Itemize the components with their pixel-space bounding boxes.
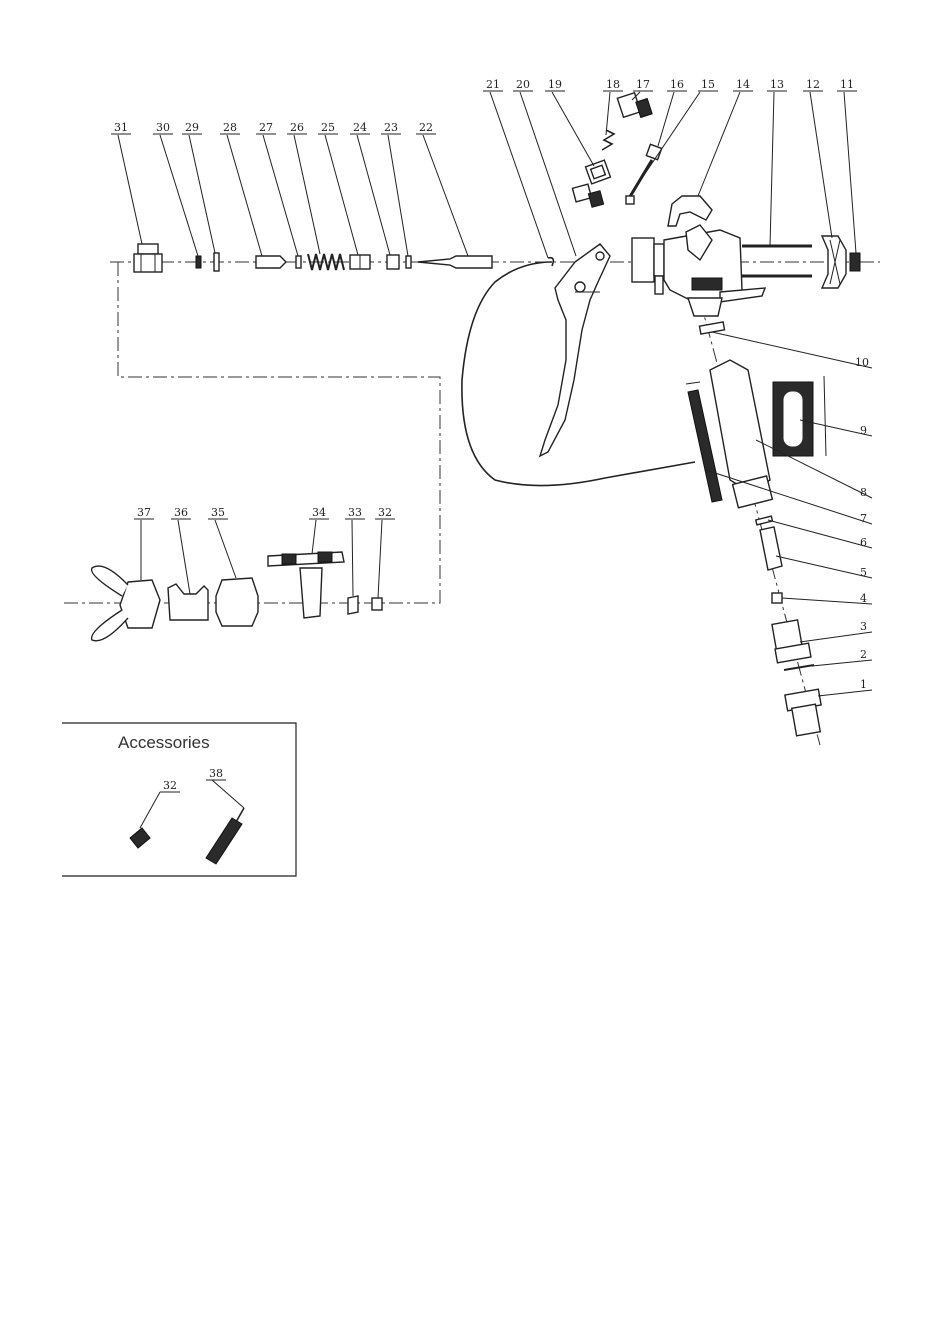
part-14-gun-body: [632, 196, 765, 316]
part-26-spring: [308, 254, 344, 270]
label-28: 28: [223, 121, 237, 134]
part-11-cap: [850, 253, 860, 271]
part-13-tubes: [742, 246, 812, 276]
label-36: 36: [174, 506, 188, 519]
part-33-seal: [348, 596, 358, 614]
label-18: 18: [606, 78, 620, 91]
label-19: 19: [548, 78, 562, 91]
part-1-swivel: [785, 689, 821, 736]
part-36-seat-housing: [168, 584, 208, 620]
label-34: 34: [312, 506, 326, 519]
part-17-knob: [617, 93, 652, 118]
label-32: 32: [378, 506, 392, 519]
label-10: 10: [855, 356, 869, 369]
part-32-washer: [372, 598, 382, 610]
label-3: 3: [860, 620, 867, 633]
part-9-filter-label: [773, 382, 813, 456]
part-19-lock-body: [586, 160, 611, 184]
part-27-ring: [296, 256, 301, 268]
part-18-spring: [602, 130, 614, 150]
label-38: 38: [209, 767, 223, 780]
label-16: 16: [670, 78, 684, 91]
label-9: 9: [860, 424, 867, 437]
part-20-trigger: [540, 244, 610, 456]
part-24-bushing: [387, 255, 399, 269]
label-15: 15: [701, 78, 715, 91]
label-33: 33: [348, 506, 362, 519]
label-6: 6: [860, 536, 867, 549]
label-30: 30: [156, 121, 170, 134]
label-21: 21: [486, 78, 500, 91]
label-25: 25: [321, 121, 335, 134]
label-24: 24: [353, 121, 367, 134]
part-30-oring: [196, 256, 201, 268]
label-11: 11: [840, 78, 854, 91]
part-22-needle: [418, 256, 492, 268]
part-28-seat: [256, 256, 286, 268]
label-17: 17: [636, 78, 650, 91]
part-29-washer: [214, 253, 219, 271]
label-23: 23: [384, 121, 398, 134]
label-26: 26: [290, 121, 304, 134]
part-12-guard-cone: [822, 236, 846, 288]
accessories-title: Accessories: [118, 733, 210, 752]
part-25-nut: [350, 255, 370, 269]
label-14: 14: [736, 78, 750, 91]
label-31: 31: [114, 121, 128, 134]
part-19b-pin-block: [572, 184, 603, 207]
label-20: 20: [516, 78, 530, 91]
label-5: 5: [860, 566, 867, 579]
label-1: 1: [860, 678, 867, 691]
part-35-nut: [216, 578, 258, 626]
part-31-adapter: [134, 244, 162, 272]
label-8: 8: [860, 486, 867, 499]
label-22: 22: [419, 121, 433, 134]
part-34-reversible-tip: [268, 552, 344, 618]
label-4: 4: [860, 592, 867, 605]
label-12: 12: [806, 78, 820, 91]
label-2: 2: [860, 648, 867, 661]
label-35: 35: [211, 506, 225, 519]
part-4-washer: [772, 593, 782, 603]
accessories-box: Accessories: [62, 723, 296, 876]
label-accessory-32: 32: [163, 779, 177, 792]
label-37: 37: [137, 506, 151, 519]
part-23-ring: [406, 256, 411, 268]
accessory-32-tip-seal: [130, 828, 150, 848]
label-7: 7: [860, 512, 867, 525]
label-29: 29: [185, 121, 199, 134]
accessory-38-brush: [206, 808, 244, 864]
label-27: 27: [259, 121, 273, 134]
part-5-valve: [760, 527, 782, 570]
label-13: 13: [770, 78, 784, 91]
